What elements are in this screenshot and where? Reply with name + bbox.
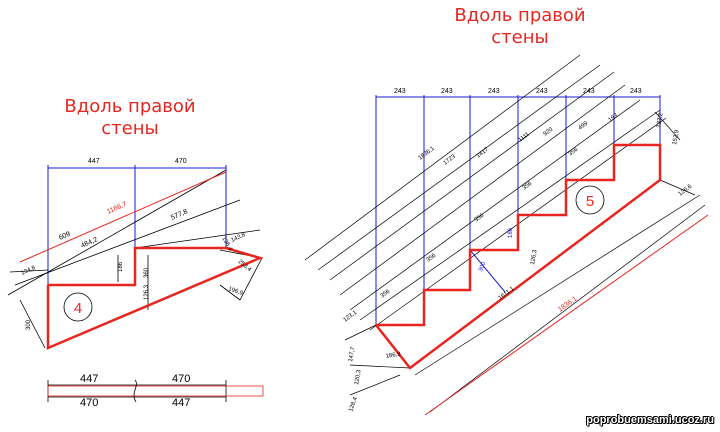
stair5-top-1: 243 (394, 88, 406, 95)
caption-right-line1: Вдоль правой (454, 5, 586, 26)
stair5-dim-300: 300 (478, 261, 487, 273)
stair5-top-3: 243 (488, 88, 500, 95)
stair5-step-5: 356 (568, 146, 580, 157)
stair5-diag-7: 193 (608, 112, 620, 123)
stair5-diag-3: 1417 (476, 146, 491, 159)
stair4-dim-609: 609 (58, 231, 72, 242)
stair5-step-4: 356 (522, 180, 534, 191)
stair4-number-circle (63, 292, 93, 322)
stair5-dim-186: 186 (508, 227, 514, 238)
stair5-dim-137: 137,2 (656, 112, 665, 128)
stair-4: 447 470 1186,7 609 484,2 577,8 134,8 186… (7, 158, 264, 350)
strip-row1-a: 447 (80, 373, 98, 385)
caption-right: Вдоль правой стены (430, 5, 610, 49)
watermark: poprobuemsami.ucoz.ru (586, 414, 714, 426)
stair5-top-4: 243 (536, 88, 548, 95)
strip-row2-b: 447 (172, 397, 190, 409)
stair5-dim-120: 120,3 (354, 369, 363, 385)
stair4-dim-577: 577,8 (170, 208, 189, 222)
stair5-top-6: 243 (630, 88, 642, 95)
strip-row1-b: 470 (172, 373, 190, 385)
stair5-diag-1: 1836,1 (418, 145, 437, 161)
stair5-top-2: 243 (441, 88, 453, 95)
stair4-dim-484: 484,2 (80, 236, 99, 250)
stair5-number-circle (575, 185, 605, 215)
stair5-step-2: 356 (426, 252, 438, 263)
caption-left-line2: стены (101, 118, 159, 139)
stair5-step-3: 356 (474, 212, 486, 223)
caption-left: Вдоль правой стены (40, 96, 220, 140)
stair4-bottom-strip: 447 470 470 447 (47, 373, 264, 409)
stair4-dim-360: 360 (144, 267, 150, 278)
stair5-dim-123: 123,1 (343, 309, 359, 323)
stair5-dim-152: 152,9 (672, 129, 681, 145)
stair5-dim-128: 128,4 (348, 396, 359, 413)
stair5-red-dim: 1836,1 (557, 295, 579, 313)
stair5-number: 5 (586, 193, 594, 210)
stair5-dim-126-6: 126,6 (678, 183, 694, 197)
stair5-dim-126: 126,3 (530, 249, 539, 265)
stair4-dim-300: 300 (26, 319, 32, 330)
stair5-dim-186-9: 186,9 (385, 351, 401, 360)
stair4-dim-134: 134,8 (20, 265, 37, 277)
stair-5: 243 243 243 243 243 243 1836,1 (304, 54, 709, 416)
stair5-diag-4: 1111 (518, 131, 532, 143)
stair4-dim-143: 143,8 (230, 232, 247, 244)
strip-row2-a: 470 (80, 397, 98, 409)
stair4-dim-196-9: 196,9 (227, 286, 244, 297)
stair4-red-dim: 1186,7 (106, 201, 128, 216)
stair5-diag-5: 920 (543, 126, 555, 137)
stair4-dim-186: 186 (118, 261, 124, 272)
stair4-top-dim-1: 447 (88, 158, 100, 165)
caption-right-line2: стены (491, 27, 549, 48)
stair5-top-5: 243 (583, 88, 595, 95)
stair4-top-dim-2: 470 (175, 158, 187, 165)
stair5-diag-6: 499 (578, 120, 590, 131)
stair5-dim-147: 147,7 (348, 346, 357, 362)
caption-left-line1: Вдоль правой (64, 96, 196, 117)
stair5-step-1: 356 (380, 288, 392, 299)
stair4-dim-126: 126,3 (144, 284, 150, 300)
stair5-dim-1611: 1611,1 (498, 286, 516, 302)
stair4-number: 4 (74, 300, 82, 317)
